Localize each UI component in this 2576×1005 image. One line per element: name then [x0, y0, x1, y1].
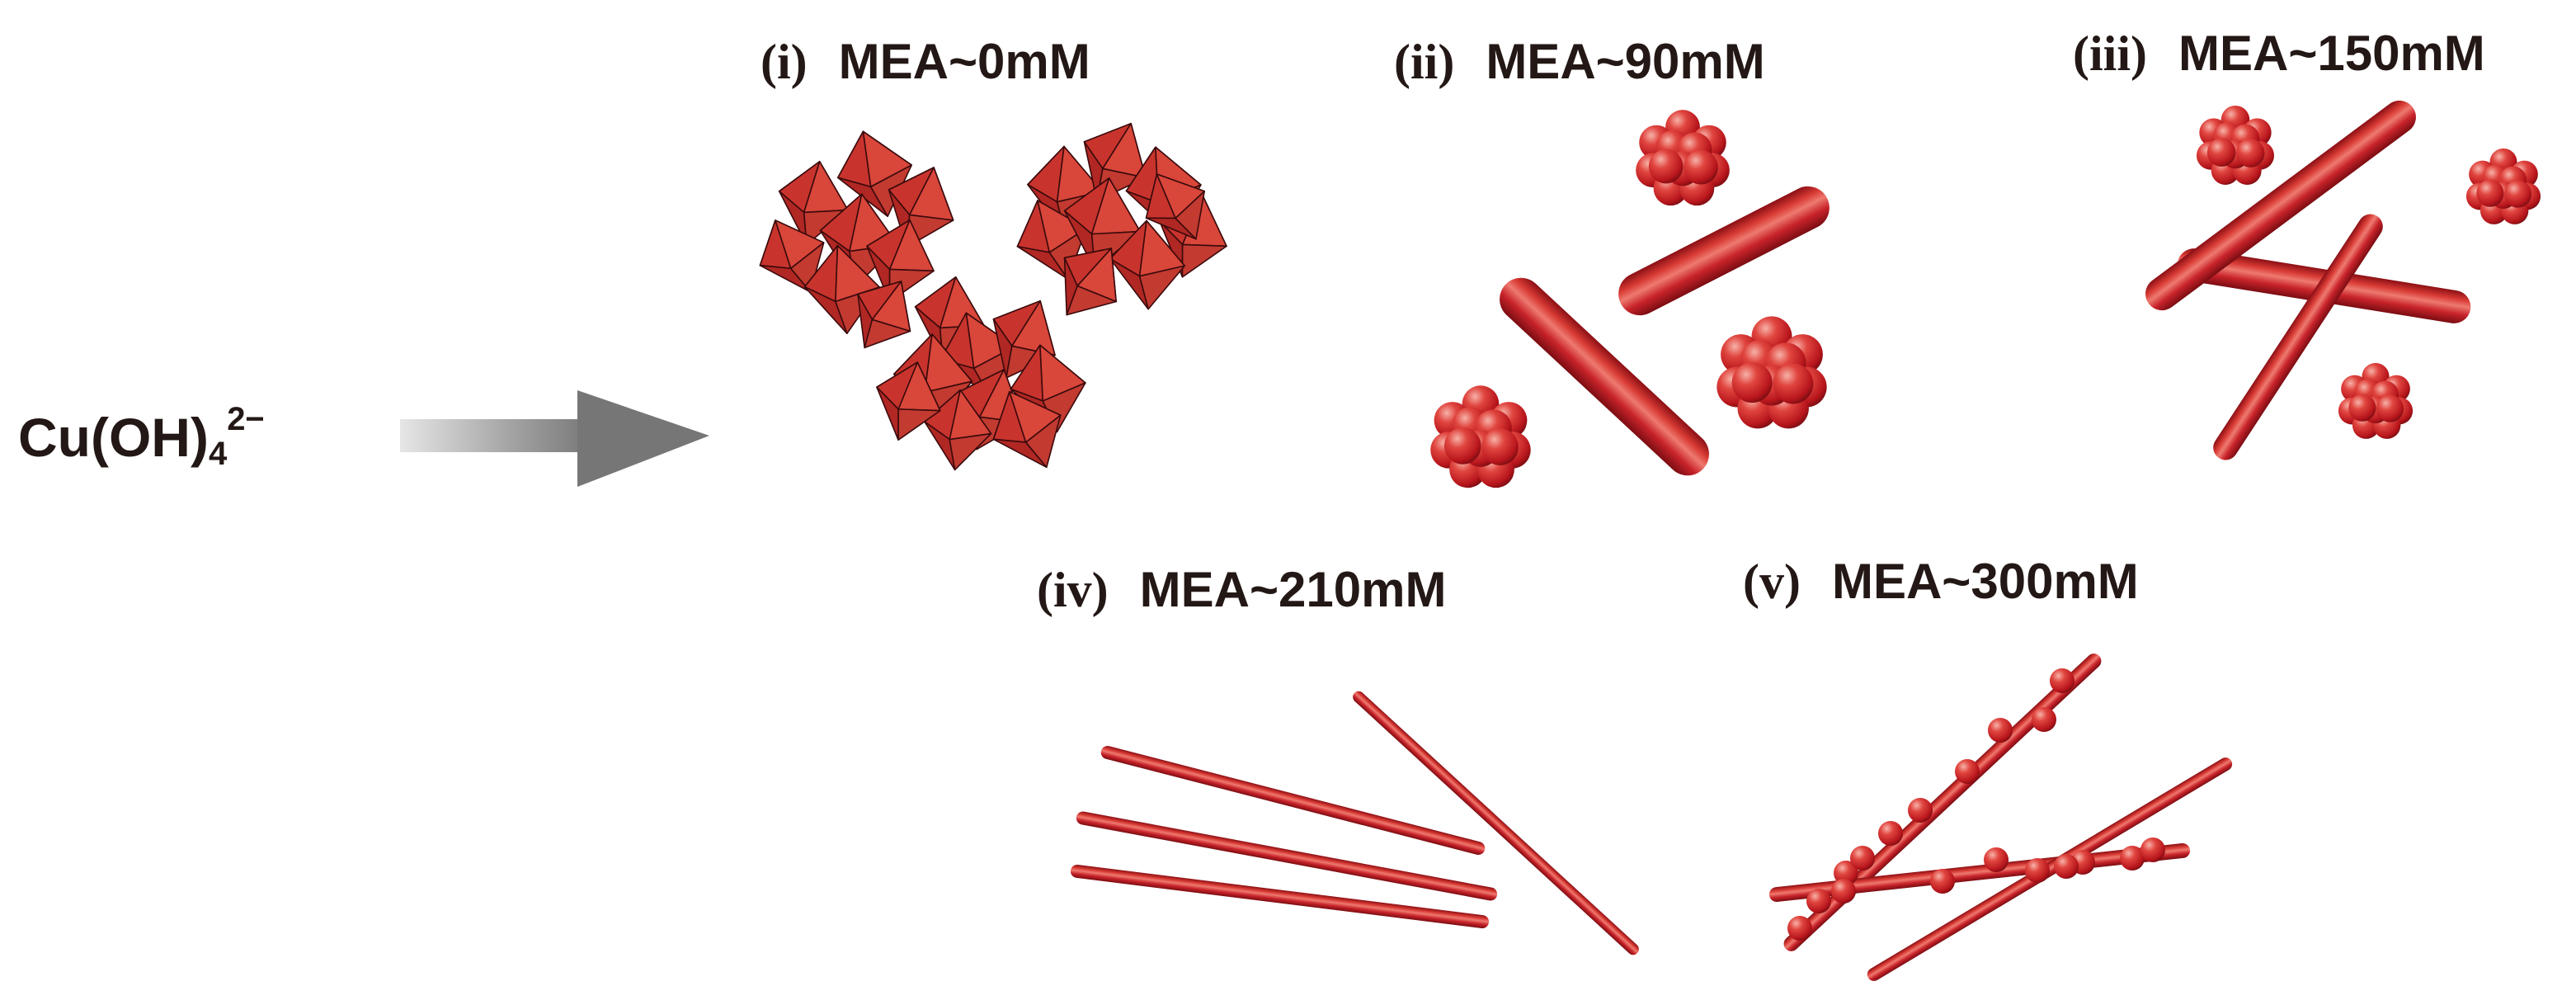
nanoparticle [1831, 879, 1856, 904]
panel-1-concentration: MEA~0mM [839, 34, 1090, 89]
sphere-cluster [2196, 105, 2275, 185]
thin-nanorod [1070, 864, 1490, 929]
octahedron-face [1138, 265, 1185, 310]
panel-4-concentration: MEA~210mM [1140, 562, 1447, 617]
nanoparticle [1481, 428, 1519, 465]
nanoparticle [2032, 707, 2056, 732]
octahedron-face [1024, 414, 1062, 469]
nanoparticle [2120, 846, 2145, 871]
octahedron-particle [876, 361, 941, 441]
panel-5-index: (v) [1743, 554, 1801, 609]
thick-nanorod [1618, 186, 1830, 316]
nanoparticle [1648, 149, 1684, 184]
nanoparticle [1731, 362, 1773, 403]
sphere-cluster [2338, 362, 2414, 439]
arrow-shaft [400, 419, 606, 452]
panel-5-concentration: MEA~300mM [1832, 554, 2139, 609]
nanoparticle [1930, 869, 1955, 894]
octahedron-face [1175, 190, 1205, 240]
panel-3-index: (iii) [2073, 26, 2147, 81]
octahedron-face [789, 242, 825, 293]
nanorod [2145, 100, 2416, 311]
thick-nanorod [1500, 277, 1709, 476]
panel-5-label: (v) MEA~300mM [1743, 554, 2139, 609]
nanoparticle [2348, 394, 2376, 422]
panel-2-index: (ii) [1394, 35, 1454, 89]
panel-3-rods-spheres [2145, 100, 2541, 460]
thin-nanorod [1100, 745, 1486, 856]
thin-nanorod [1867, 757, 2233, 981]
panel-2-label: (ii) MEA~90mM [1394, 34, 1765, 89]
nanoparticle [1806, 889, 1831, 913]
octahedron-face [949, 432, 992, 471]
sphere-cluster [2465, 148, 2541, 224]
panel-2-concentration: MEA~90mM [1486, 34, 1764, 89]
nanoparticle [1878, 821, 1903, 846]
panel-2-rods-spheres [1430, 110, 1830, 488]
nanoparticle [2140, 838, 2165, 862]
panel-1-label: (i) MEA~0mM [761, 34, 1090, 89]
octahedron-particle [923, 389, 992, 471]
sphere-cluster [1717, 316, 1827, 429]
octahedron-face [1048, 228, 1087, 280]
octahedron-particle [857, 281, 911, 349]
nanoparticle [2476, 179, 2504, 207]
nanoparticle [2235, 139, 2265, 168]
nanoparticle [1988, 718, 2013, 743]
nanoparticle [2503, 180, 2532, 208]
thin-nanorod [1783, 653, 2102, 951]
thin-nanorod [1076, 811, 1498, 901]
nanoparticle [1984, 847, 2009, 872]
panel-3-label: (iii) MEA~150mM [2073, 26, 2485, 81]
octahedron-particle [1145, 173, 1205, 240]
thin-nanorod [1353, 691, 1639, 955]
nanoparticle [1787, 916, 1812, 941]
panel-4-thin-rods [1070, 691, 1639, 955]
octahedron-particle [914, 276, 985, 361]
nanoparticle [2050, 668, 2074, 693]
octahedron-particle [992, 390, 1062, 469]
octahedron-particle [1063, 248, 1117, 316]
reactant-subscript: 4 [209, 436, 228, 472]
nanoparticle [1908, 798, 1933, 823]
reactant-superscript: 2− [227, 401, 265, 437]
panel-4-label: (iv) MEA~210mM [1037, 562, 1446, 617]
nanoparticle [2206, 138, 2236, 167]
panel-1-index: (i) [761, 35, 808, 89]
arrow-head [577, 390, 709, 487]
nanoparticle [1684, 149, 1718, 185]
sphere-cluster [1636, 110, 1730, 206]
nanoparticle [1850, 846, 1875, 871]
octahedron-face [1181, 243, 1227, 278]
octahedron-face [897, 408, 941, 441]
reactant-formula: Cu(OH)42− [18, 401, 265, 472]
panel-1-octahedra [759, 122, 1227, 471]
octahedron-face [864, 318, 911, 349]
nanoparticle [2376, 394, 2404, 422]
panel-3-concentration: MEA~150mM [2178, 26, 2485, 81]
panel-5-decorated-rods [1768, 653, 2233, 981]
reaction-arrow [400, 390, 709, 487]
octahedron-face [1066, 285, 1117, 316]
panel-4-index: (iv) [1037, 563, 1109, 617]
octahedron-particle [1109, 219, 1185, 310]
nanoparticle [1834, 861, 1858, 885]
nanoparticle [1773, 363, 1814, 404]
reactant-base: Cu(OH) [18, 407, 209, 468]
nanoparticle [2054, 854, 2079, 879]
svg-text:Cu(OH)42−: Cu(OH)42− [18, 401, 265, 472]
nanorod [2213, 214, 2383, 460]
nanoparticle [1443, 427, 1481, 465]
nanoparticle [2025, 858, 2050, 883]
sphere-cluster [1430, 385, 1531, 488]
octahedron-particle [1016, 200, 1087, 280]
nanoparticle [1955, 759, 1980, 784]
octahedron-particle [759, 219, 825, 293]
